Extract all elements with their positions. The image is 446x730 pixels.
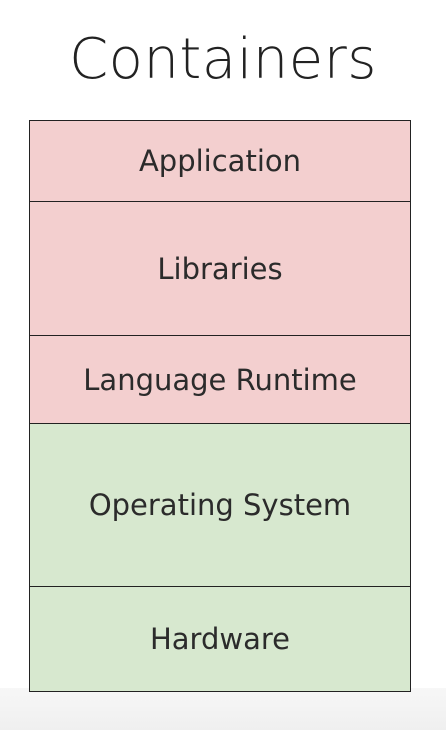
- diagram-title: Containers: [69, 27, 377, 92]
- layer-operating-system: Operating System: [30, 424, 410, 587]
- layer-libraries: Libraries: [30, 202, 410, 336]
- layer-stack: Application Libraries Language Runtime O…: [29, 120, 411, 692]
- bottom-strip: [0, 688, 446, 730]
- layer-application: Application: [30, 121, 410, 202]
- layer-language-runtime: Language Runtime: [30, 336, 410, 424]
- layer-hardware: Hardware: [30, 587, 410, 691]
